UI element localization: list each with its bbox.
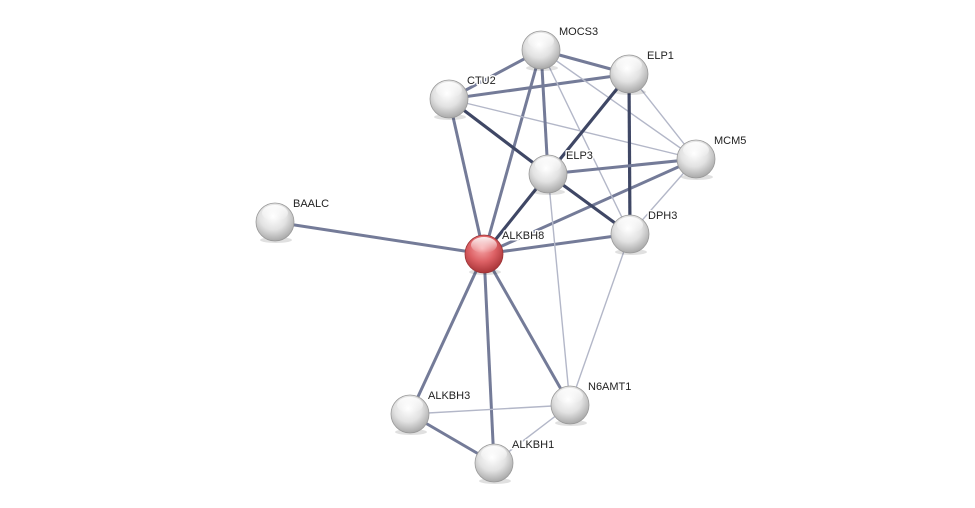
node-label: ALKBH8 bbox=[502, 230, 544, 242]
node-highlight bbox=[397, 397, 423, 413]
node-ctu2[interactable]: CTU2 bbox=[429, 74, 497, 120]
node-label: DPH3 bbox=[648, 210, 677, 222]
node-label: ALKBH1 bbox=[512, 439, 554, 451]
edge-dph3-n6amt1[interactable] bbox=[569, 233, 631, 406]
edge-elp1-elp3[interactable] bbox=[546, 72, 631, 176]
edge-elp3-n6amt1[interactable] bbox=[547, 173, 571, 406]
node-elp1[interactable]: ELP1 bbox=[609, 49, 675, 95]
node-highlight bbox=[535, 157, 561, 173]
edge-alkbh8-dph3[interactable] bbox=[483, 232, 631, 256]
node-label: BAALC bbox=[293, 198, 329, 210]
node-highlight bbox=[616, 57, 642, 73]
node-highlight bbox=[557, 388, 583, 404]
node-label: ALKBH3 bbox=[428, 390, 470, 402]
node-elp3[interactable]: ELP3 bbox=[528, 149, 594, 195]
node-highlight bbox=[436, 82, 462, 98]
node-highlight bbox=[683, 142, 709, 158]
edge-alkbh8-ctu2[interactable] bbox=[447, 98, 486, 255]
edge-mocs3-mcm5[interactable] bbox=[540, 49, 697, 160]
node-alkbh1[interactable]: ALKBH1 bbox=[474, 438, 556, 484]
node-label: MOCS3 bbox=[559, 26, 598, 38]
node-highlight bbox=[262, 205, 288, 221]
node-highlight bbox=[617, 217, 643, 233]
edge-ctu2-mcm5[interactable] bbox=[448, 98, 697, 160]
node-label: ELP1 bbox=[647, 50, 674, 62]
edge-alkbh8-mocs3[interactable] bbox=[482, 49, 543, 255]
node-n6amt1[interactable]: N6AMT1 bbox=[550, 380, 633, 426]
node-alkbh3[interactable]: ALKBH3 bbox=[390, 389, 472, 435]
node-baalc[interactable]: BAALC bbox=[255, 197, 331, 243]
node-label: CTU2 bbox=[467, 75, 496, 87]
node-highlight bbox=[481, 446, 507, 462]
node-mcm5[interactable]: MCM5 bbox=[676, 134, 748, 180]
node-dph3[interactable]: DPH3 bbox=[610, 209, 679, 255]
edge-mocs3-dph3[interactable] bbox=[540, 49, 631, 235]
edge-ctu2-elp3[interactable] bbox=[448, 97, 549, 176]
edge-elp1-dph3[interactable] bbox=[627, 73, 632, 235]
edge-alkbh8-baalc[interactable] bbox=[274, 220, 485, 256]
edge-mocs3-elp3[interactable] bbox=[539, 49, 550, 175]
edge-alkbh8-alkbh3[interactable] bbox=[408, 253, 486, 415]
node-alkbh8[interactable]: ALKBH8 bbox=[464, 229, 546, 275]
node-mocs3[interactable]: MOCS3 bbox=[521, 25, 600, 71]
edge-elp3-mcm5[interactable] bbox=[547, 157, 697, 176]
edge-alkbh3-n6amt1[interactable] bbox=[409, 404, 571, 415]
edge-alkbh8-alkbh1[interactable] bbox=[482, 253, 496, 464]
node-label: N6AMT1 bbox=[588, 381, 631, 393]
node-label: ELP3 bbox=[566, 150, 593, 162]
node-highlight bbox=[528, 33, 554, 49]
node-label: MCM5 bbox=[714, 135, 746, 147]
node-highlight bbox=[471, 237, 497, 253]
edge-ctu2-elp1[interactable] bbox=[448, 72, 630, 101]
edge-alkbh8-n6amt1[interactable] bbox=[482, 253, 572, 406]
